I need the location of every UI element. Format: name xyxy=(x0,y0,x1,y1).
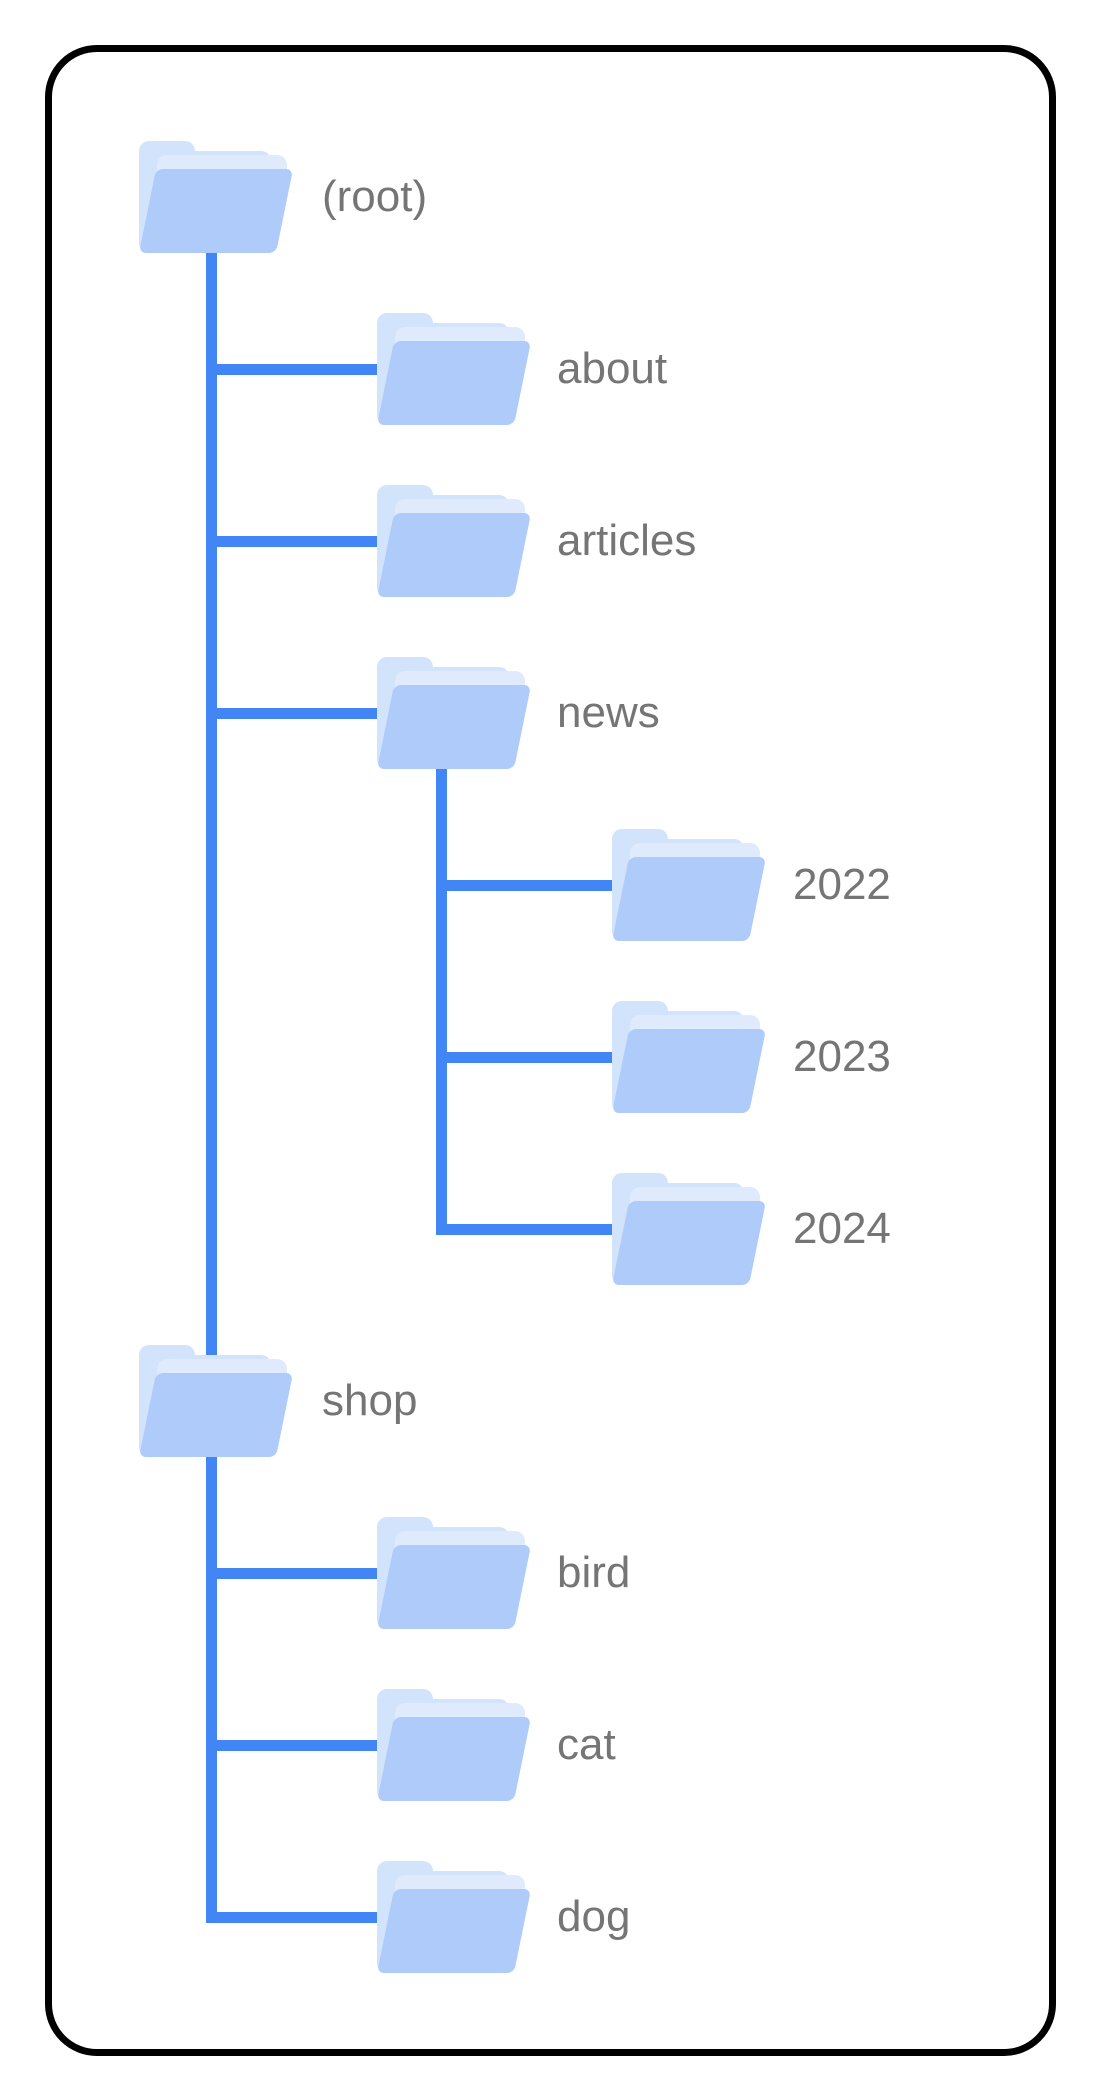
folder-front-panel xyxy=(377,1545,532,1629)
tree-connector-branch-bird xyxy=(206,1567,432,1579)
folder-icon-root xyxy=(139,141,294,253)
folder-label-cat: cat xyxy=(557,1720,616,1769)
tree-connector-branch-y2024 xyxy=(436,1223,667,1235)
folder-icon-cat xyxy=(377,1689,532,1801)
folder-icon-about xyxy=(377,313,532,425)
tree-connector-vertical-0 xyxy=(206,237,217,1923)
folder-icon-bird xyxy=(377,1517,532,1629)
folder-label-y2024: 2024 xyxy=(793,1204,891,1253)
folder-label-articles: articles xyxy=(557,516,697,565)
folder-front-panel xyxy=(377,1717,532,1801)
folder-icon-y2023 xyxy=(612,1001,767,1113)
tree-connector-branch-about xyxy=(206,363,432,375)
tree-connector-branch-cat xyxy=(206,1739,432,1751)
folder-front-panel xyxy=(139,169,294,253)
folder-label-bird: bird xyxy=(557,1548,631,1597)
folder-icon-y2022 xyxy=(612,829,767,941)
tree-connector-branch-articles xyxy=(206,535,432,547)
folder-label-news: news xyxy=(557,688,660,737)
folder-icon-y2024 xyxy=(612,1173,767,1285)
diagram-frame xyxy=(45,45,1056,2056)
tree-connector-vertical-1 xyxy=(436,753,447,1235)
folder-label-dog: dog xyxy=(557,1892,631,1941)
folder-front-panel xyxy=(139,1373,294,1457)
folder-front-panel xyxy=(377,341,532,425)
folder-front-panel xyxy=(612,1029,767,1113)
folder-icon-news xyxy=(377,657,532,769)
tree-connector-branch-y2023 xyxy=(436,1051,667,1063)
folder-front-panel xyxy=(612,1201,767,1285)
folder-label-y2022: 2022 xyxy=(793,860,891,909)
folder-label-root: (root) xyxy=(322,172,428,221)
folder-icon-articles xyxy=(377,485,532,597)
folder-front-panel xyxy=(377,513,532,597)
folder-front-panel xyxy=(377,685,532,769)
folder-icon-dog xyxy=(377,1861,532,1973)
tree-connector-branch-dog xyxy=(206,1911,432,1923)
tree-connector-branch-news xyxy=(206,707,432,719)
folder-front-panel xyxy=(377,1889,532,1973)
folder-label-y2023: 2023 xyxy=(793,1032,891,1081)
folder-front-panel xyxy=(612,857,767,941)
folder-icon-shop xyxy=(139,1345,294,1457)
folder-label-about: about xyxy=(557,344,668,393)
tree-connector-branch-y2022 xyxy=(436,879,667,891)
folder-label-shop: shop xyxy=(322,1376,418,1425)
